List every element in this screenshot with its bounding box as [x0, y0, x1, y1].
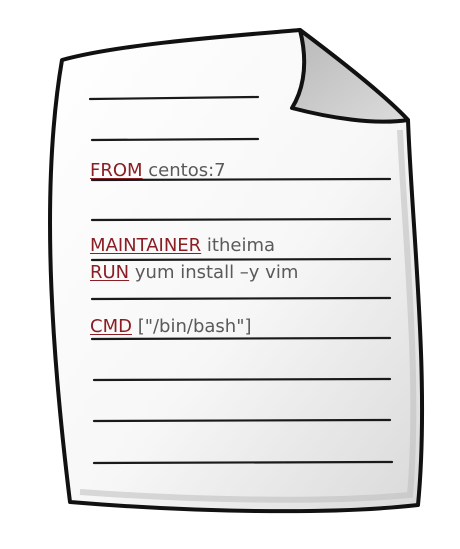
ruled-line: [90, 217, 392, 222]
ruled-line: [92, 377, 392, 382]
argument-maintainer: itheima: [201, 235, 276, 256]
dockerfile-line-maintainer: MAINTAINER itheima: [90, 235, 275, 257]
paper-edge-shading: [79, 129, 417, 503]
argument-from: centos:7: [142, 160, 226, 181]
keyword-maintainer: MAINTAINER: [90, 235, 202, 256]
ruled-line: [90, 257, 392, 262]
ruled-line: [88, 95, 260, 101]
keyword-cmd: CMD: [90, 316, 132, 337]
folded-corner: [290, 28, 410, 124]
ruled-line: [92, 460, 394, 465]
argument-cmd: ["/bin/bash"]: [131, 316, 252, 337]
argument-run: yum install –y vim: [129, 262, 299, 283]
ruled-line: [90, 137, 260, 142]
dockerfile-line-from: FROM centos:7: [90, 160, 226, 182]
dockerfile-line-run: RUN yum install –y vim: [90, 262, 298, 284]
ruled-line: [90, 336, 392, 341]
ruled-line: [92, 418, 392, 423]
dockerfile-line-cmd: CMD ["/bin/bash"]: [90, 316, 252, 338]
keyword-run: RUN: [90, 262, 130, 283]
ruled-line: [90, 177, 392, 182]
paper-outline: [48, 28, 425, 514]
ruled-lines: [88, 95, 394, 465]
ruled-line: [90, 296, 392, 301]
keyword-from: FROM: [90, 160, 143, 181]
